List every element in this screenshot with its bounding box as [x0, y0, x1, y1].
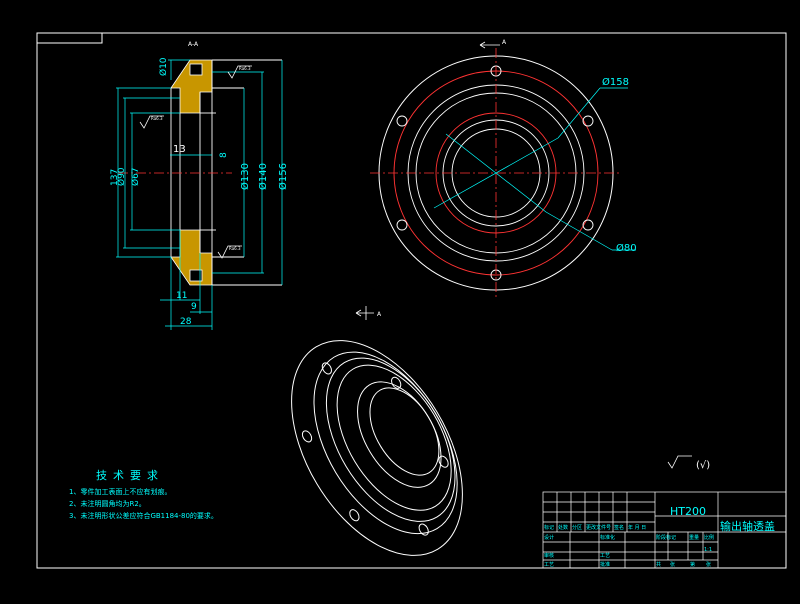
tb-date: 年 月 日: [628, 524, 646, 531]
tb-designer: 设计: [544, 534, 554, 541]
tb-standardization: 标准化: [600, 534, 615, 541]
dim-9: 9: [191, 302, 197, 312]
tb-sheet: 张: [670, 561, 675, 568]
tb-zone: 分区: [572, 524, 582, 531]
tb-total: 共: [656, 561, 661, 568]
section-view: A-A: [110, 41, 289, 330]
top-section-marker: A: [502, 39, 507, 46]
tb-signature: 签名: [614, 524, 624, 531]
dim-13: 13: [173, 144, 186, 155]
dim-8: 8: [219, 152, 229, 158]
dim-d90: Ø90: [116, 167, 127, 186]
tb-process: 工艺: [544, 562, 554, 568]
note-2: 2、未注明圆角均为R2。: [69, 499, 146, 508]
dim-d158: Ø158: [602, 76, 629, 88]
dim-137: 137: [110, 169, 120, 186]
drawing-border: [36, 32, 787, 569]
tb-scale-value: 1:1: [704, 547, 712, 553]
tb-reviewer: 审核: [544, 552, 554, 559]
dim-d130: Ø130: [239, 163, 251, 190]
top-view: A Ø158: [370, 39, 637, 298]
title-block: [542, 491, 787, 569]
dim-d67: Ø67: [130, 167, 141, 186]
general-roughness-symbol: [667, 455, 692, 469]
note-3: 3、未注明形状公差应符合GB1184-80的要求。: [69, 511, 218, 520]
tb-material: HT200: [670, 505, 706, 518]
roughness-symbol-1: Ra6.3: [239, 66, 251, 71]
dim-28: 28: [180, 317, 192, 327]
tb-page: 第: [690, 561, 695, 568]
dim-d140: Ø140: [257, 163, 269, 190]
dim-d10: Ø10: [158, 57, 169, 76]
surface-note: (√): [696, 460, 710, 471]
iso-view: A: [291, 306, 463, 556]
bolt-hole-upper: [189, 63, 203, 76]
section-label: A-A: [188, 41, 199, 48]
tb-marks: 标记: [544, 524, 554, 531]
tb-page-unit: 张: [706, 561, 711, 568]
tb-process-sheet: 工艺: [600, 553, 610, 559]
top-left-tab: [37, 33, 103, 44]
notes-title: 技术要求: [96, 469, 164, 482]
dim-11: 11: [176, 291, 187, 301]
roughness-symbol-2: Ra6.3: [151, 116, 163, 121]
dim-d80: Ø80: [616, 242, 637, 254]
tb-part-name: 输出轴透盖: [720, 519, 775, 533]
roughness-symbol-3: Ra6.3: [229, 246, 241, 251]
note-1: 1、零件加工表面上不应有划痕。: [69, 487, 171, 496]
tb-count: 处数: [558, 524, 568, 531]
tb-stage-mark: 阶段标记: [656, 534, 676, 541]
tb-approval: 批准: [600, 561, 610, 568]
iso-marker: A: [377, 311, 382, 318]
dim-d156: Ø156: [277, 163, 289, 190]
bolt-hole-lower: [189, 269, 203, 282]
tb-change-doc: 更改文件号: [586, 524, 611, 531]
tb-weight: 重量: [689, 534, 699, 541]
tb-scale: 比例: [704, 534, 714, 541]
